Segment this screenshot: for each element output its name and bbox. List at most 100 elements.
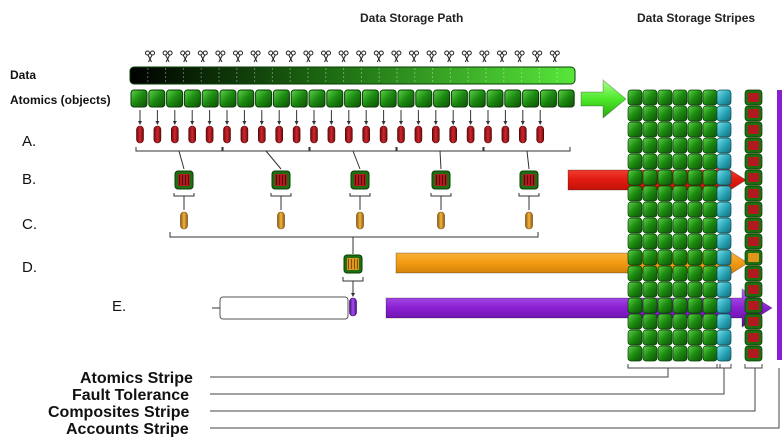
atomic-stripe-cell [627, 89, 643, 106]
atomic-object [255, 89, 273, 108]
atomic-stripe-cell [702, 329, 718, 346]
atomic-stripe-cell [657, 169, 673, 186]
atomic-stripe-cell [687, 137, 703, 154]
fault-tolerance-cell [716, 313, 732, 330]
data-bar-dividers [147, 68, 558, 83]
atomic-object [415, 89, 433, 108]
atomic-stripe-cell [672, 201, 688, 218]
legend-composites-stripe: Composites Stripe [48, 404, 189, 421]
atomic-stripe-cell [687, 201, 703, 218]
atomic-stripe-cell [687, 329, 703, 346]
fault-tolerance-cell [716, 137, 732, 154]
atomic-stripe-cell [702, 121, 718, 138]
atomic-object [539, 89, 557, 108]
fault-tolerance-cell [716, 329, 732, 346]
atomic-item-pill [292, 125, 301, 144]
atomic-stripe-cell [642, 89, 658, 106]
legend-accounts-stripe: Accounts Stripe [66, 421, 189, 437]
fault-tolerance-cell [716, 345, 732, 362]
atomic-stripe-cell [642, 233, 658, 250]
atomic-item-pill [275, 125, 284, 144]
scissors-icon [145, 50, 155, 63]
atomic-item-pill [449, 125, 458, 144]
scissors-icon [285, 50, 296, 63]
atomic-stripe-cell [687, 265, 703, 282]
composite-item-pill [437, 211, 445, 230]
composite-stripe-cell [744, 313, 763, 330]
atomic-stripe-cell [642, 121, 658, 138]
atomic-stripe-cell [687, 313, 703, 330]
fault-tolerance-cell [716, 121, 732, 138]
atomic-stripe-cell [687, 281, 703, 298]
atomic-stripe-cell [672, 169, 688, 186]
fault-tolerance-cell [716, 265, 732, 282]
atomic-stripe-cell [642, 313, 658, 330]
composite-box [519, 170, 539, 190]
atomic-item-pill [153, 125, 162, 144]
atomic-stripe-cell [702, 345, 718, 362]
composite-stripe-cell [744, 153, 763, 170]
atomic-item-pill [136, 125, 144, 144]
composite-box [174, 170, 194, 190]
scissors-icon [391, 50, 402, 63]
atomic-stripe-cell [657, 329, 673, 346]
atomic-stripe-cell [687, 345, 703, 362]
scissors-icon [197, 50, 208, 63]
atomic-item-pill [518, 125, 527, 144]
atomic-item-pill [362, 125, 371, 144]
row-a-items [135, 110, 571, 152]
fault-tolerance-cell [716, 89, 732, 106]
atomic-stripe-cell [687, 297, 703, 314]
atomic-stripe-cell [702, 185, 718, 202]
atomic-object [166, 89, 184, 108]
atomic-object [272, 89, 290, 108]
account-record-box [212, 296, 349, 320]
accounts-stripe [777, 90, 782, 360]
atomic-stripe-cell [657, 281, 673, 298]
atomic-object [557, 89, 575, 108]
atomic-object [397, 89, 415, 108]
atomic-item-pill [397, 125, 405, 144]
atomic-stripe-cell [672, 153, 688, 170]
atomic-stripe-cell [687, 169, 703, 186]
stripes-title: Data Storage Stripes [637, 11, 755, 25]
atomic-stripe-cell [672, 233, 688, 250]
composite-item-pill [277, 211, 285, 230]
scissors-icon [426, 50, 437, 63]
composite-box [350, 170, 370, 190]
data-label: Data [10, 68, 36, 82]
atomic-stripe-cell [672, 105, 688, 122]
atomic-stripe-cell [702, 201, 718, 218]
atomic-item-pill [188, 125, 196, 144]
atomic-stripe-cell [702, 313, 718, 330]
atomic-item-pill [536, 125, 545, 144]
atomic-item-pill [240, 125, 249, 144]
atomic-stripe-cell [672, 185, 688, 202]
composite-stripe-cell [744, 169, 763, 186]
atomic-stripe-cell [627, 297, 643, 314]
composite-stripe-cell [744, 89, 763, 106]
row-label-b: B. [22, 171, 36, 188]
composite-stripe-cell [744, 201, 763, 218]
legend-atomics-stripe: Atomics Stripe [80, 370, 193, 387]
scissors-icon [303, 50, 314, 63]
atomics-objects-row [130, 89, 575, 108]
atomic-stripe-cell [642, 249, 658, 266]
scissors-icon [250, 50, 261, 63]
atomics-label: Atomics (objects) [10, 93, 111, 107]
composite-stripe-cell [744, 297, 763, 314]
fault-tolerance-cell [716, 297, 732, 314]
scissors-icon [373, 50, 384, 63]
atomic-stripe-cell [672, 297, 688, 314]
fault-tolerance-cell [716, 233, 732, 250]
row-label-d: D. [22, 259, 37, 276]
atomic-object [522, 89, 540, 108]
account-box [343, 254, 363, 274]
atomic-stripe-cell [672, 265, 688, 282]
atomic-stripe-cell [657, 265, 673, 282]
atomic-stripe-cell [642, 345, 658, 362]
atomic-object [486, 89, 504, 108]
atomic-stripe-cell [642, 329, 658, 346]
fault-tolerance-cell [716, 281, 732, 298]
atomic-stripe-cell [687, 217, 703, 234]
